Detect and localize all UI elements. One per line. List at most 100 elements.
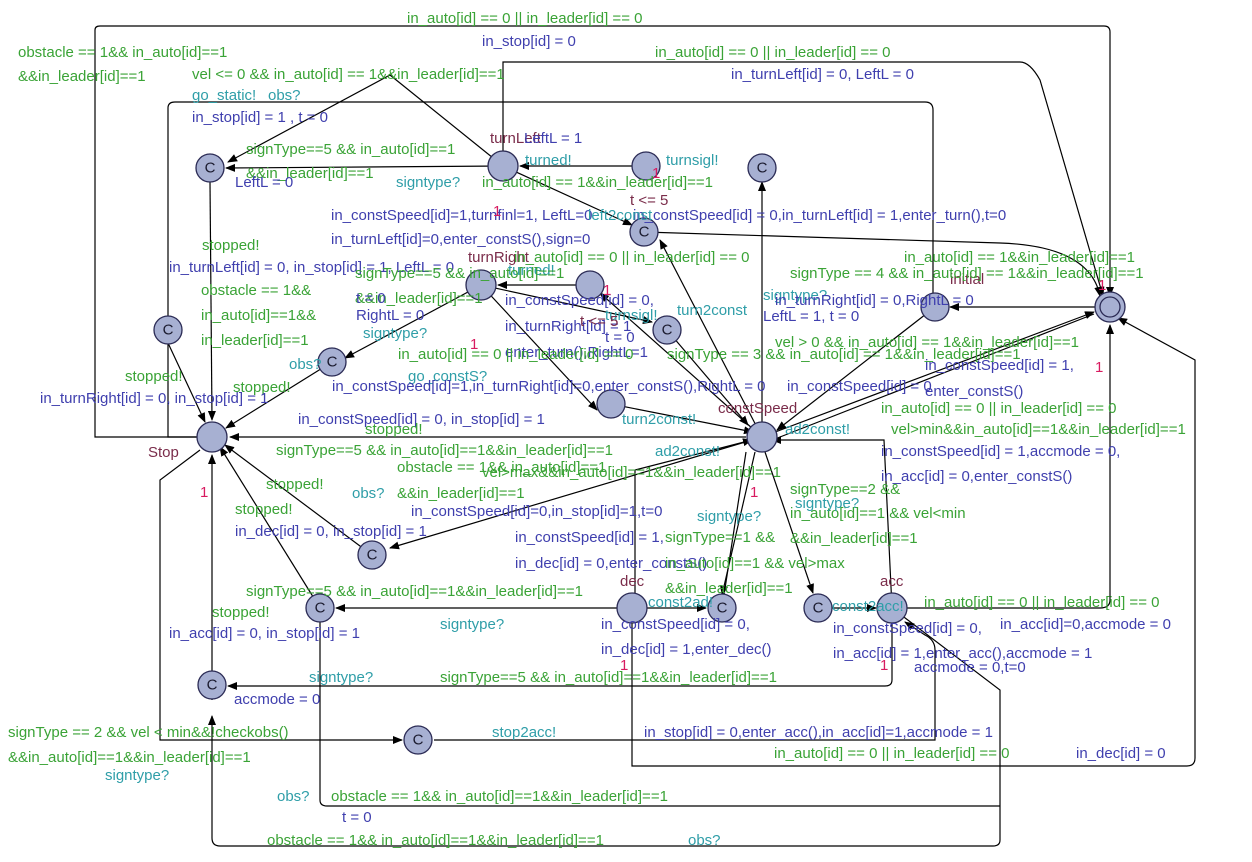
location-unnamed bbox=[596, 389, 626, 419]
edge-label: &&in_leader[id]==1 bbox=[355, 290, 483, 307]
edge-label: signType == 2 && vel < min&&!checkobs() bbox=[8, 724, 289, 741]
edge-label: signtype? bbox=[440, 616, 504, 633]
edge-label: in_constSpeed[id] = 0, bbox=[505, 292, 654, 309]
edge-label: in_auto[id]==1&& bbox=[201, 307, 316, 324]
edge-label: in_auto[id] == 0 || in_leader[id] == 0 bbox=[881, 400, 1116, 417]
committed-locations: C C C C C C C C C C C C bbox=[153, 153, 833, 755]
edge-label: &&in_leader[id]==1 bbox=[246, 165, 374, 182]
edge-label: in_constSpeed[id] = 0,in_turnLeft[id] = … bbox=[633, 207, 1006, 224]
edge-label: turnsigl! bbox=[605, 307, 658, 324]
committed-location: C bbox=[317, 347, 347, 377]
edge-label: go_constS? bbox=[408, 368, 487, 385]
edge-label: in_constSpeed[id] = 1, bbox=[515, 529, 664, 546]
svg-text:C: C bbox=[163, 322, 174, 339]
edge-label: stopped! bbox=[233, 379, 291, 396]
location-acc bbox=[876, 592, 908, 624]
edge-label: signtype? bbox=[363, 325, 427, 342]
edge-label: in_acc[id] = 0, in_stop[id] = 1 bbox=[169, 625, 360, 642]
edge-label: in_auto[id] == 0 || in_leader[id] == 0 bbox=[398, 346, 633, 363]
edge-labels: in_auto[id] == 0 || in_leader[id] == 0 i… bbox=[8, 10, 1186, 849]
edge-label: in_acc[id] = 1,enter_acc(),accmode = 1 bbox=[833, 645, 1092, 662]
edge-label: obs? bbox=[289, 356, 322, 373]
edge-label: in_constSpeed[id] = 0, in_stop[id] = 1 bbox=[298, 411, 545, 428]
committed-location: C bbox=[629, 217, 659, 247]
edge-label: in_constSpeed[id]=0,in_stop[id]=1,t=0 bbox=[411, 503, 662, 520]
svg-text:C: C bbox=[639, 224, 650, 241]
location-initial bbox=[1094, 291, 1126, 323]
location-dec bbox=[616, 592, 648, 624]
edge-label: in_turnLeft[id]=0,enter_constS(),sign=0 bbox=[331, 231, 590, 248]
location-unnamed-3 bbox=[631, 151, 661, 181]
edge-label: const2ad! bbox=[648, 594, 713, 611]
edge-label: t = 0 bbox=[356, 290, 386, 307]
location-name-turn-right: turnRight bbox=[468, 249, 530, 266]
edge-mark: 1 bbox=[603, 282, 611, 299]
edge-label: in_turnLeft[id] = 0, LeftL = 0 bbox=[731, 66, 914, 83]
location-turn-right bbox=[465, 269, 497, 301]
location-name-acc: acc bbox=[880, 573, 904, 590]
edge-label: in_stop[id] = 0 bbox=[482, 33, 576, 50]
location-name-dec: dec bbox=[620, 573, 645, 590]
edge-label: obstacle == 1&& in_auto[id]==1 bbox=[18, 44, 227, 61]
location-names: Stop turnLeft turnRight constSpeed dec a… bbox=[148, 130, 984, 590]
edge-label: signType==5 && in_auto[id]==1 bbox=[355, 265, 564, 282]
edge-label: ad2const! bbox=[655, 443, 720, 460]
location-unnamed-4 bbox=[920, 292, 950, 322]
svg-text:C: C bbox=[327, 354, 338, 371]
edge-label: in_dec[id] = 0,enter_constS() bbox=[515, 555, 707, 572]
svg-text:C: C bbox=[315, 600, 326, 617]
edge-label: signtype? bbox=[309, 669, 373, 686]
edge-label: in_auto[id] == 0 || in_leader[id] == 0 bbox=[514, 249, 749, 266]
edge-label: in_auto[id] == 0 || in_leader[id] == 0 bbox=[407, 10, 642, 27]
edge-label: t <= 5 bbox=[630, 192, 668, 209]
edge-label: stopped! bbox=[266, 476, 324, 493]
edge-label: in_constSpeed[id] = 1, bbox=[925, 357, 1074, 374]
edge-marks: 1 1 1 1 1 1 1 1 1 1 bbox=[200, 165, 1106, 674]
edge-label: &&in_leader[id]==1 bbox=[665, 580, 793, 597]
edge-label: stopped! bbox=[125, 368, 183, 385]
edge-label: signType==5 && in_auto[id]==1&&in_leader… bbox=[440, 669, 777, 686]
edge-label: obstacle == 1&& bbox=[201, 282, 311, 299]
location-stop bbox=[196, 421, 228, 453]
edge-label: turnsigl! bbox=[666, 152, 719, 169]
location-name-const-speed: constSpeed bbox=[718, 400, 797, 417]
svg-text:C: C bbox=[207, 677, 218, 694]
edge-label: obstacle == 1&& in_auto[id]==1&&in_leade… bbox=[267, 832, 604, 849]
committed-location: C bbox=[707, 593, 737, 623]
edge-label: in_acc[id] = 0,enter_constS() bbox=[881, 468, 1072, 485]
edge-label: LeftL = 0 bbox=[235, 174, 293, 191]
edge-label: in_leader[id]==1 bbox=[201, 332, 309, 349]
edge-label: turned! bbox=[508, 262, 555, 279]
svg-text:C: C bbox=[413, 732, 424, 749]
edge-label: signType==2 && bbox=[790, 481, 900, 498]
edge-label: stopped! bbox=[212, 604, 270, 621]
edge-label: in_auto[id] == 0 || in_leader[id] == 0 bbox=[924, 594, 1159, 611]
edge-label: ad2const! bbox=[785, 421, 850, 438]
svg-text:C: C bbox=[205, 160, 216, 177]
edge-label: in_auto[id] == 0 || in_leader[id] == 0 bbox=[655, 44, 890, 61]
location-name-turn-left: turnLeft bbox=[490, 130, 542, 147]
committed-location: C bbox=[747, 153, 777, 183]
edge-label: in_acc[id]=0,accmode = 0 bbox=[1000, 616, 1171, 633]
edge-label: in_dec[id] = 0, in_stop[id] = 1 bbox=[235, 523, 427, 540]
svg-text:C: C bbox=[662, 322, 673, 339]
edges bbox=[94, 25, 1196, 847]
edge-label: in_constSpeed[id] = 1,accmode = 0, bbox=[881, 443, 1120, 460]
edge-label: signtype? bbox=[795, 495, 859, 512]
edge-label: LeftL = 1 bbox=[524, 130, 582, 147]
edge-label: vel>min&&in_auto[id]==1&&in_leader[id]==… bbox=[891, 421, 1186, 438]
edge-label: obs? bbox=[688, 832, 721, 849]
edge-label: in_turnRight[id] = 0,RightL = 0 bbox=[775, 292, 974, 309]
edge-label: signtype? bbox=[105, 767, 169, 784]
committed-location: C bbox=[403, 725, 433, 755]
edge-label: &&in_auto[id]==1&&in_leader[id]==1 bbox=[8, 749, 251, 766]
edge-label: signType==1 && bbox=[665, 529, 775, 546]
svg-text:C: C bbox=[813, 600, 824, 617]
edge-label: vel <= 0 && in_auto[id] == 1&&in_leader[… bbox=[192, 66, 505, 83]
location-turn-left bbox=[487, 150, 519, 182]
edge-label: t = 0 bbox=[605, 329, 635, 346]
edge-label: &&in_leader[id]==1 bbox=[790, 530, 918, 547]
edge-label: in_auto[id]==1 && vel>max bbox=[665, 555, 845, 572]
edge-label: RightL = 0 bbox=[356, 307, 424, 324]
